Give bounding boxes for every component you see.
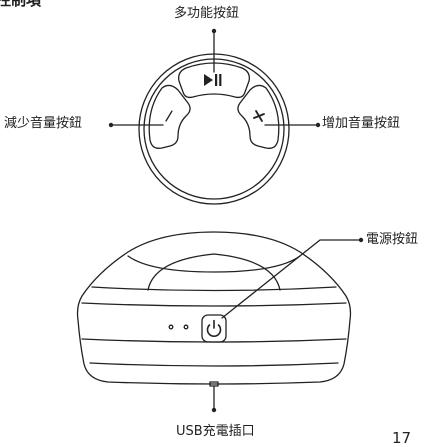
plus-icon bbox=[253, 110, 265, 122]
leader-lines-side bbox=[211, 237, 364, 413]
inner-window-arc bbox=[147, 253, 281, 291]
label-power-button: 電源按鈕 bbox=[366, 232, 419, 247]
leader-lines-top bbox=[108, 28, 321, 128]
label-usb-charging-port: USB充電插口 bbox=[176, 424, 255, 439]
power-button[interactable] bbox=[201, 314, 227, 343]
power-icon bbox=[206, 319, 222, 337]
indicator-light-2 bbox=[183, 324, 189, 330]
label-volume-up-button: 增加音量按鈕 bbox=[322, 116, 401, 131]
volume-down-pad bbox=[148, 84, 191, 149]
minus-icon bbox=[165, 110, 173, 122]
speaker-body-outline bbox=[76, 231, 352, 385]
label-volume-down-button: 減少音量按鈕 bbox=[4, 116, 83, 131]
speaker-top-view bbox=[138, 53, 290, 205]
band-line-2 bbox=[81, 302, 347, 307]
volume-up-button[interactable] bbox=[237, 84, 280, 149]
power-button-frame bbox=[201, 314, 227, 343]
multi-function-pad bbox=[178, 62, 250, 99]
volume-up-pad bbox=[237, 84, 280, 149]
band-line-4 bbox=[89, 362, 339, 367]
band-line-1 bbox=[91, 286, 337, 292]
speaker-side-view bbox=[76, 231, 352, 387]
label-multi-function-button: 多功能按鈕 bbox=[174, 6, 240, 21]
volume-down-button[interactable] bbox=[148, 84, 191, 149]
section-title: 控制項 bbox=[0, 0, 42, 9]
play-pause-icon bbox=[204, 74, 222, 86]
top-inner-ring bbox=[143, 58, 285, 200]
indicator-light-1 bbox=[168, 324, 174, 330]
top-outer-ring bbox=[138, 53, 290, 205]
multi-function-button[interactable] bbox=[178, 62, 250, 99]
upper-dome-curve bbox=[127, 255, 301, 273]
